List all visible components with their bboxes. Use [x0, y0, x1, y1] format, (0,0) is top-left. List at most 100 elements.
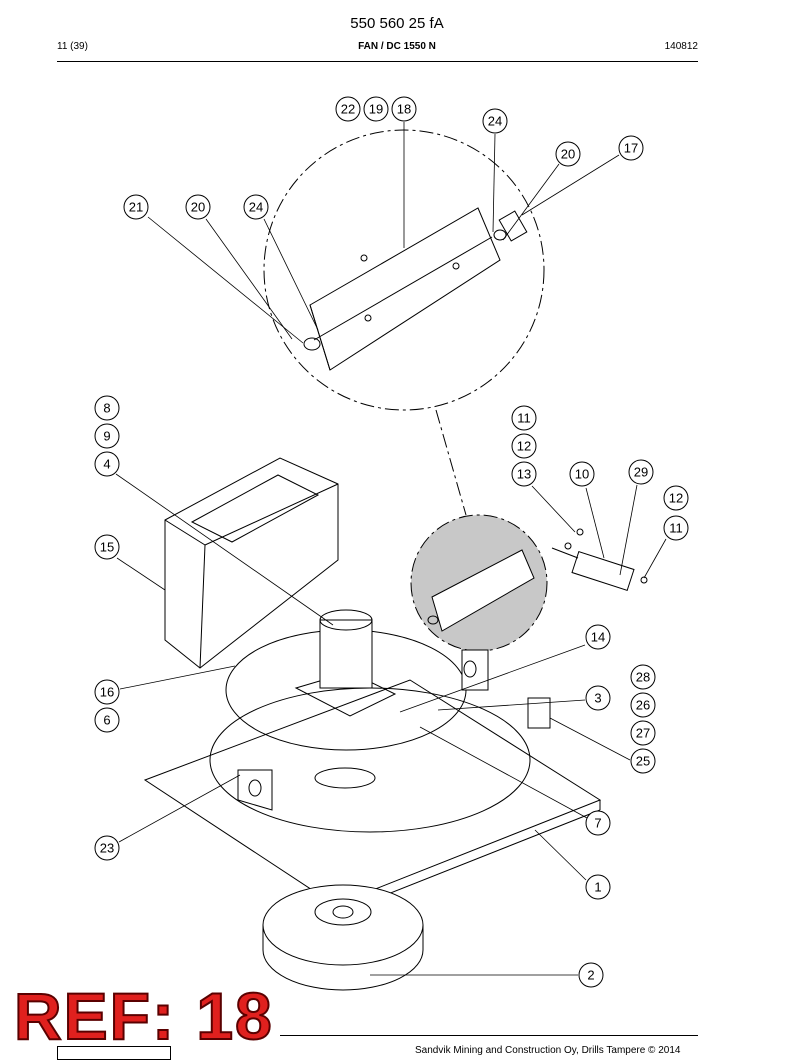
callout-number: 20 — [561, 147, 575, 162]
callout-number: 4 — [103, 457, 110, 472]
callout-number: 2 — [587, 968, 594, 983]
callout-number: 25 — [636, 754, 650, 769]
reference-stamp: REF: 18 — [13, 979, 274, 1053]
callout-circle — [618, 135, 644, 161]
callout-circle — [94, 451, 120, 477]
callout-circle — [363, 96, 389, 122]
callout-circle — [630, 748, 656, 774]
callout-circle — [585, 624, 611, 650]
callout-24: 24 — [243, 194, 269, 220]
callout-2: 2 — [578, 962, 604, 988]
callout-22: 22 — [335, 96, 361, 122]
callout-13: 13 — [511, 461, 537, 487]
callout-number: 12 — [669, 491, 683, 506]
callout-number: 8 — [103, 401, 110, 416]
callout-9: 9 — [94, 423, 120, 449]
callout-11: 11 — [511, 405, 537, 431]
callout-circle — [94, 679, 120, 705]
callout-circle — [511, 405, 537, 431]
callout-20: 20 — [185, 194, 211, 220]
callout-number: 19 — [369, 102, 383, 117]
callout-19: 19 — [363, 96, 389, 122]
callout-number: 27 — [636, 726, 650, 741]
header-rule — [57, 61, 698, 62]
callout-circle — [391, 96, 417, 122]
callout-12: 12 — [663, 485, 689, 511]
callout-circle — [511, 433, 537, 459]
callout-circle — [578, 962, 604, 988]
callout-circle — [628, 459, 654, 485]
callout-1: 1 — [585, 874, 611, 900]
damper-plate-detail — [309, 207, 501, 371]
callout-number: 9 — [103, 429, 110, 444]
callout-circle — [123, 194, 149, 220]
callout-number: 15 — [100, 540, 114, 555]
callout-4: 4 — [94, 451, 120, 477]
callout-15: 15 — [94, 534, 120, 560]
callout-25: 25 — [630, 748, 656, 774]
callout-number: 29 — [634, 465, 648, 480]
fan-middle-ring — [209, 687, 531, 833]
document-title: FAN / DC 1550 N — [358, 41, 436, 52]
drawing-geometry — [143, 129, 648, 991]
callout-number: 26 — [636, 698, 650, 713]
actuator-cylinder — [571, 550, 635, 592]
callout-circle — [243, 194, 269, 220]
callout-circle — [585, 685, 611, 711]
callout-number: 16 — [100, 685, 114, 700]
callout-number: 11 — [517, 411, 531, 426]
callout-number: 14 — [591, 630, 605, 645]
page-number: 11 (39) — [57, 41, 88, 52]
callout-number: 17 — [624, 141, 638, 156]
callout-number: 24 — [249, 200, 263, 215]
callout-number: 28 — [636, 670, 650, 685]
callout-26: 26 — [630, 692, 656, 718]
callout-number: 7 — [594, 816, 601, 831]
callout-number: 6 — [103, 713, 110, 728]
callout-number: 18 — [397, 102, 411, 117]
callout-circle — [585, 810, 611, 836]
callout-7: 7 — [585, 810, 611, 836]
fan-motor — [319, 619, 373, 689]
callout-number: 11 — [669, 521, 683, 536]
callout-circle — [511, 461, 537, 487]
footer-copyright: Sandvik Mining and Construction Oy, Dril… — [415, 1045, 681, 1056]
callout-circle — [185, 194, 211, 220]
callout-circle — [94, 707, 120, 733]
callout-8: 8 — [94, 395, 120, 421]
callout-circle — [94, 534, 120, 560]
callout-21: 21 — [123, 194, 149, 220]
callout-20: 20 — [555, 141, 581, 167]
callout-circle — [663, 515, 689, 541]
callout-circle — [94, 395, 120, 421]
callout-circle — [94, 835, 120, 861]
callout-27: 27 — [630, 720, 656, 746]
callout-17: 17 — [618, 135, 644, 161]
callout-12: 12 — [511, 433, 537, 459]
callout-number: 10 — [575, 467, 589, 482]
callout-6: 6 — [94, 707, 120, 733]
callout-14: 14 — [585, 624, 611, 650]
callout-number: 3 — [594, 691, 601, 706]
callout-10: 10 — [569, 461, 595, 487]
callout-29: 29 — [628, 459, 654, 485]
callout-number: 20 — [191, 200, 205, 215]
callout-circle — [630, 664, 656, 690]
callout-number: 22 — [341, 102, 355, 117]
callout-circle — [585, 874, 611, 900]
callout-circle — [569, 461, 595, 487]
callout-23: 23 — [94, 835, 120, 861]
housing-box — [164, 457, 339, 669]
callout-number: 24 — [488, 114, 502, 129]
callout-18: 18 — [391, 96, 417, 122]
callout-circle — [555, 141, 581, 167]
callout-circle — [630, 720, 656, 746]
callout-3: 3 — [585, 685, 611, 711]
callout-circle — [663, 485, 689, 511]
callout-number: 12 — [517, 439, 531, 454]
callout-number: 1 — [594, 880, 601, 895]
callout-number: 21 — [129, 200, 143, 215]
leader-lines — [115, 122, 667, 976]
callout-circle — [335, 96, 361, 122]
